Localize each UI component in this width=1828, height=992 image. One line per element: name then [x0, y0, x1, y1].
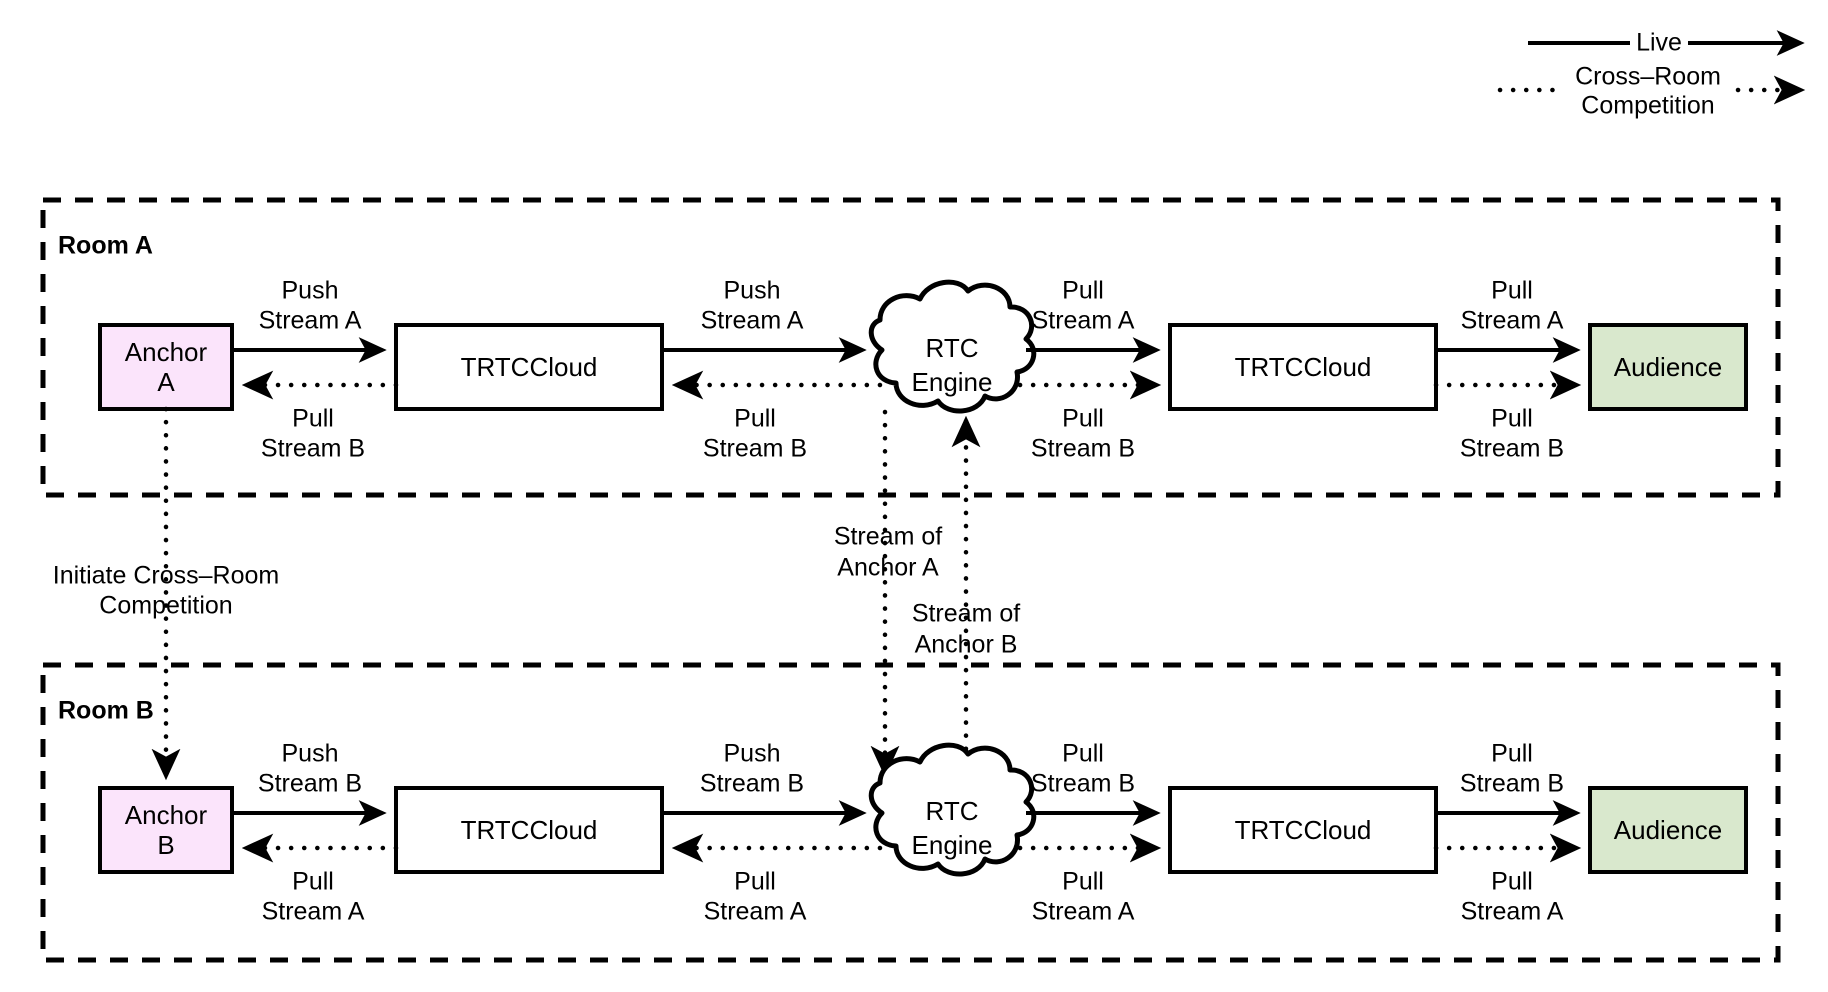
room-a-rtc-engine-cloud[interactable]	[868, 279, 1037, 414]
room-b-edge-trtc-push-line1: Push	[724, 740, 781, 768]
cross-link-stream-anchor-a-line1: Stream of	[834, 523, 942, 551]
cross-link-initiate-label-line1: Initiate Cross–Room	[53, 562, 279, 590]
room-b-edge-trtc-pull-line1: Pull	[734, 868, 776, 896]
room-b-anchor-box[interactable]	[98, 786, 234, 874]
room-a-edge-trtc-pull-line1: Pull	[734, 405, 776, 433]
room-b-anchor-label-line1: Anchor	[125, 800, 208, 830]
room-b-trtccloud-left-box[interactable]	[394, 786, 664, 874]
room-a-edge-anchor-pull-line1: Pull	[292, 405, 334, 433]
room-a-group: Room A Anchor A TRTCCloud RTC Engine TRT…	[40, 197, 1781, 498]
room-a-edge-audience-pull-a-line2: Stream A	[1461, 307, 1564, 335]
room-a-edge-trtc-push-line2: Stream A	[701, 307, 804, 335]
room-b-edge-rtc-pull-b-line1: Pull	[1062, 740, 1104, 768]
room-b-audience-label: Audience	[1614, 815, 1722, 845]
room-a-rtc-engine-label-line2: Engine	[912, 367, 993, 397]
room-a-edge-audience-pull-b-line2: Stream B	[1460, 435, 1564, 463]
room-b-edge-rtc-pull-b-line2: Stream B	[1031, 770, 1135, 798]
cross-room-links: Initiate Cross–Room Competition Stream o…	[53, 406, 1020, 781]
room-b-anchor-label-line2: B	[157, 830, 174, 860]
room-b-edge-anchor-pull-line1: Pull	[292, 868, 334, 896]
room-a-edge-rtc-pull-a-line1: Pull	[1062, 277, 1104, 305]
room-b-trtccloud-right-box[interactable]	[1168, 786, 1438, 874]
legend-cross-room-label-line1: Cross–Room	[1575, 63, 1721, 91]
room-b-edge-anchor-pull-line2: Stream A	[262, 898, 365, 926]
room-b-trtccloud-right-label: TRTCCloud	[1235, 815, 1372, 845]
room-a-edge-rtc-pull-a-line2: Stream A	[1032, 307, 1135, 335]
room-b-edge-rtc-pull-a-line1: Pull	[1062, 868, 1104, 896]
room-a-border	[40, 197, 1781, 498]
room-a-title: Room A	[58, 232, 153, 260]
cross-link-initiate-label-line2: Competition	[99, 592, 232, 620]
room-a-anchor-label-line1: Anchor	[125, 337, 208, 367]
room-a-trtccloud-left-label: TRTCCloud	[461, 352, 598, 382]
room-a-edge-rtc-pull-b-line1: Pull	[1062, 405, 1104, 433]
room-a-trtccloud-left-box[interactable]	[394, 323, 664, 411]
room-b-edge-rtc-pull-a-line2: Stream A	[1032, 898, 1135, 926]
room-a-audience-label: Audience	[1614, 352, 1722, 382]
legend-live-label: Live	[1636, 29, 1682, 57]
room-a-edge-rtc-pull-b-line2: Stream B	[1031, 435, 1135, 463]
room-a-anchor-label-line2: A	[157, 367, 175, 397]
room-b-edge-anchor-push-line2: Stream B	[258, 770, 362, 798]
room-b-edge-trtc-push-line2: Stream B	[700, 770, 804, 798]
room-a-rtc-engine-label-line1: RTC	[926, 333, 979, 363]
room-a-edge-audience-pull-a-line1: Pull	[1491, 277, 1533, 305]
room-a-edge-audience-pull-b-line1: Pull	[1491, 405, 1533, 433]
room-a-trtccloud-right-box[interactable]	[1168, 323, 1438, 411]
room-b-trtccloud-left-label: TRTCCloud	[461, 815, 598, 845]
legend-live-row: Live	[1528, 29, 1805, 57]
legend: Live Cross–Room Competition	[1497, 29, 1806, 120]
room-a-edge-anchor-push-line1: Push	[282, 277, 339, 305]
room-b-rtc-engine-label-line1: RTC	[926, 796, 979, 826]
legend-cross-room-label-line2: Competition	[1581, 92, 1714, 120]
room-b-title: Room B	[58, 697, 154, 725]
cross-link-stream-anchor-b-line2: Anchor B	[915, 631, 1018, 659]
room-a-audience-box[interactable]	[1588, 323, 1748, 411]
room-a-edge-anchor-pull-line2: Stream B	[261, 435, 365, 463]
room-b-border	[40, 662, 1781, 963]
cross-link-stream-anchor-b-line1: Stream of	[912, 600, 1020, 628]
room-b-edge-audience-pull-b-line2: Stream B	[1460, 770, 1564, 798]
room-b-rtc-engine-cloud[interactable]	[868, 742, 1037, 877]
room-b-edge-audience-pull-a-line1: Pull	[1491, 868, 1533, 896]
room-a-anchor-box[interactable]	[98, 323, 234, 411]
room-b-audience-box[interactable]	[1588, 786, 1748, 874]
room-a-edge-anchor-push-line2: Stream A	[259, 307, 362, 335]
legend-cross-room-row: Cross–Room Competition	[1497, 63, 1806, 120]
room-b-group: Room B Anchor B TRTCCloud RTC Engine TRT…	[40, 662, 1781, 963]
room-b-edge-trtc-pull-line2: Stream A	[704, 898, 807, 926]
room-b-rtc-engine-label-line2: Engine	[912, 830, 993, 860]
room-a-trtccloud-right-label: TRTCCloud	[1235, 352, 1372, 382]
cross-link-stream-anchor-a-line2: Anchor A	[837, 554, 939, 582]
room-b-edge-audience-pull-a-line2: Stream A	[1461, 898, 1564, 926]
room-a-edge-trtc-pull-line2: Stream B	[703, 435, 807, 463]
room-a-edge-trtc-push-line1: Push	[724, 277, 781, 305]
room-b-edge-anchor-push-line1: Push	[282, 740, 339, 768]
room-b-edge-audience-pull-b-line1: Pull	[1491, 740, 1533, 768]
